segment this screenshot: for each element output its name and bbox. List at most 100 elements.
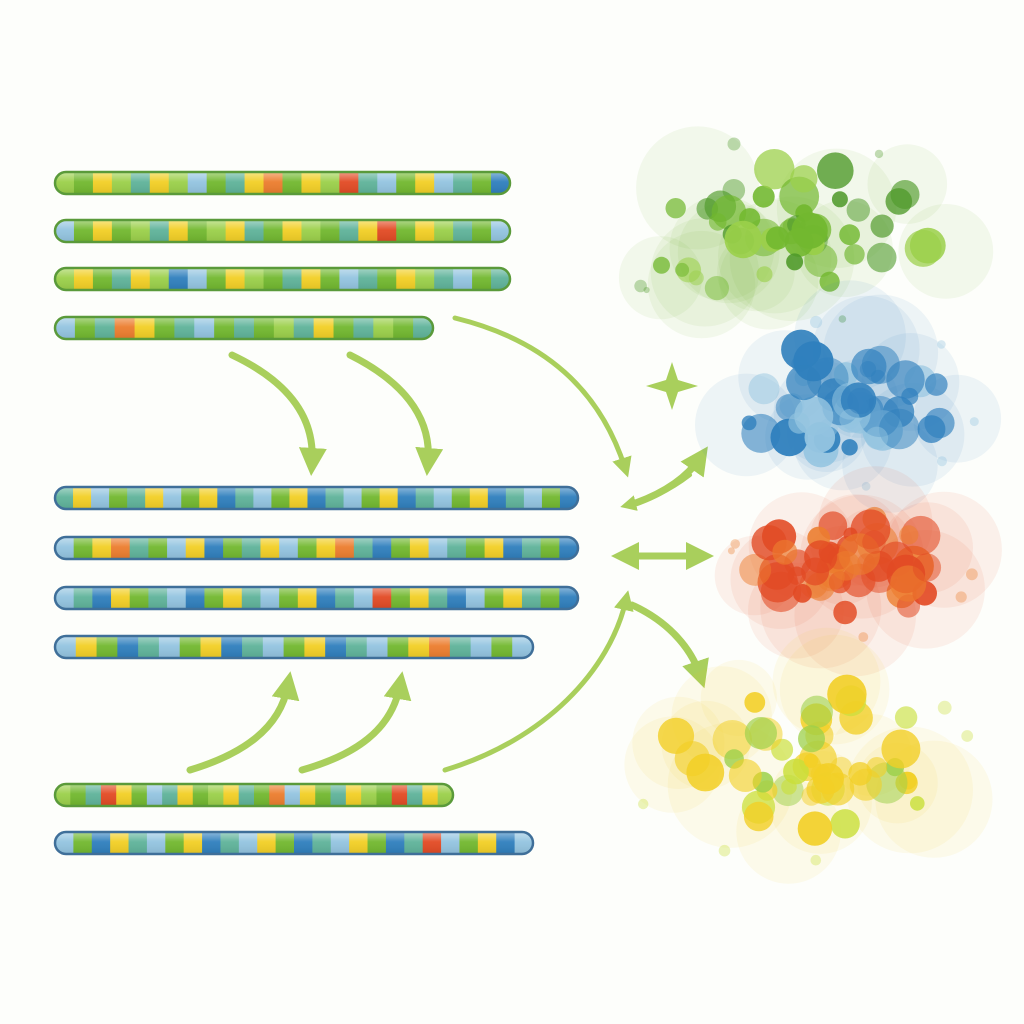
cluster-point [817, 152, 854, 189]
arrow-hub-to-yellow [628, 601, 709, 689]
cluster-speck [727, 137, 741, 151]
cluster-point [786, 364, 822, 401]
cluster-speck [961, 730, 974, 742]
cluster-point [704, 276, 730, 301]
flow-arrows [186, 315, 714, 774]
sequence-bar [53, 535, 580, 561]
sequence-bar [53, 585, 580, 611]
cluster-halo [898, 204, 994, 299]
cluster-point [847, 387, 874, 415]
cluster-point [910, 796, 925, 811]
yellow-cluster [624, 627, 993, 884]
cluster-point [851, 348, 887, 385]
cluster-point [712, 720, 752, 760]
cluster-point [784, 227, 814, 257]
cluster-point [831, 551, 861, 581]
cluster-blobs [618, 126, 1002, 884]
cluster-point [870, 214, 894, 238]
cluster-speck [861, 481, 871, 491]
cluster-point [756, 266, 773, 283]
cluster-point [925, 373, 948, 396]
cluster-point [831, 191, 848, 208]
sequence-bar [53, 485, 580, 511]
cluster-point [812, 763, 845, 795]
cluster-point [881, 729, 921, 769]
cluster-point [909, 227, 946, 264]
cluster-point [688, 270, 704, 286]
cluster-point [783, 758, 809, 785]
cluster-point [862, 530, 886, 554]
cluster-speck [810, 315, 823, 329]
cluster-point [917, 415, 946, 443]
cluster-halo [875, 740, 993, 858]
cluster-speck [874, 149, 884, 159]
cluster-point [804, 540, 838, 574]
sequence-rows [53, 170, 580, 856]
cluster-point [839, 409, 860, 430]
cluster-point [879, 408, 920, 450]
cluster-point [708, 213, 727, 231]
cluster-point [675, 262, 690, 277]
cluster-point [848, 762, 872, 786]
sequence-bar [53, 266, 512, 292]
cluster-point [797, 811, 833, 846]
cluster-point [739, 553, 772, 586]
cluster-point [885, 188, 913, 215]
sequence-group-top [53, 170, 512, 341]
cluster-point [781, 779, 797, 795]
arrow-top-to-middle-2 [346, 351, 444, 476]
cluster-point [803, 753, 819, 768]
cluster-point [788, 412, 810, 434]
cluster-point [724, 220, 762, 259]
cluster-point [865, 426, 889, 450]
cluster-point [772, 539, 798, 565]
arrow-bottom-to-middle-1 [186, 671, 300, 774]
cluster-point [894, 706, 918, 729]
cluster-point [866, 242, 897, 273]
cluster-point [912, 553, 942, 582]
cluster-point [899, 525, 919, 545]
cluster-point [790, 165, 818, 193]
cluster-point [786, 253, 804, 271]
cluster-speck [727, 547, 735, 555]
cluster-speck [718, 844, 731, 857]
sequence-bar [53, 170, 512, 196]
cluster-speck [810, 854, 822, 866]
sequence-bar [53, 782, 455, 808]
cluster-point [841, 439, 858, 456]
cluster-point [752, 185, 775, 208]
cluster-speck [937, 340, 946, 349]
cluster-point [801, 786, 822, 806]
cluster-speck [638, 798, 649, 810]
sequence-bar [53, 634, 535, 660]
cluster-speck [730, 539, 740, 549]
sparkle-icon [646, 362, 698, 410]
cluster-point [800, 695, 833, 728]
cluster-point [798, 725, 825, 753]
arrow-bottom-to-hub [442, 590, 634, 773]
arrow-bottom-to-middle-2 [298, 671, 412, 774]
cluster-point [833, 600, 857, 625]
cluster-speck [937, 700, 952, 715]
cluster-speck [838, 315, 847, 323]
blue-cluster [695, 280, 1002, 513]
cluster-point [728, 759, 762, 792]
sequence-bar [53, 830, 535, 856]
cluster-point [901, 387, 919, 405]
arrow-blue-to-hub [620, 473, 692, 511]
cluster-halo [700, 659, 777, 737]
cluster-halo [647, 230, 756, 339]
cluster-point [653, 256, 670, 274]
cluster-point [744, 692, 766, 713]
red-cluster [714, 466, 1002, 677]
cluster-point [844, 244, 865, 265]
cluster-point [754, 149, 795, 190]
cluster-point [846, 198, 870, 222]
cluster-speck [643, 286, 650, 294]
cluster-point [665, 198, 686, 219]
cluster-point [839, 224, 860, 246]
cluster-point [743, 801, 774, 832]
cluster-speck [955, 591, 967, 603]
